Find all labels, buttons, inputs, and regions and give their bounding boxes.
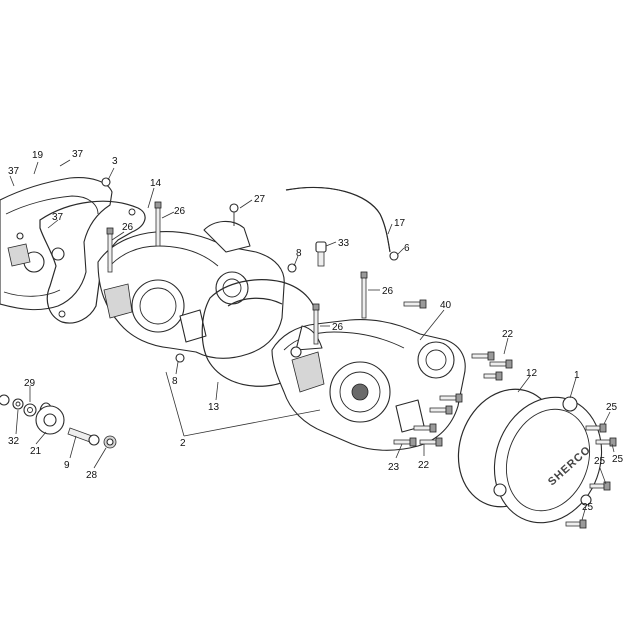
callout-labels: 37 19 37 3 14 26 37 26 27 17 33 8 6 26 4… <box>8 149 624 513</box>
left-crankcase-half <box>97 201 297 363</box>
callout-37: 37 <box>72 149 84 160</box>
callout-25: 25 <box>606 402 618 413</box>
breather-tube <box>285 186 399 261</box>
callout-25: 25 <box>594 456 606 467</box>
callout-27: 27 <box>254 194 266 205</box>
right-side-cover <box>493 396 603 524</box>
breather-fitting <box>315 241 327 267</box>
callout-12: 12 <box>526 368 538 379</box>
callout-2: 2 <box>180 438 186 449</box>
bearing <box>103 435 117 449</box>
callout-13: 13 <box>208 402 220 413</box>
callout-32: 32 <box>8 436 20 447</box>
callout-8: 8 <box>172 376 178 387</box>
callout-26: 26 <box>122 222 134 233</box>
callout-37: 37 <box>8 166 20 177</box>
callout-25: 25 <box>612 454 624 465</box>
right-crankcase-half <box>271 271 466 451</box>
sprocket <box>35 405 65 435</box>
callout-26: 26 <box>332 322 344 333</box>
callout-33: 33 <box>338 238 350 249</box>
left-crankcase-cover <box>0 177 113 311</box>
callout-29: 29 <box>24 378 36 389</box>
leader-lines <box>9 159 615 521</box>
callout-26: 26 <box>174 206 186 217</box>
callout-1: 1 <box>574 370 580 381</box>
callout-14: 14 <box>150 178 162 189</box>
callout-26: 26 <box>382 286 394 297</box>
callout-17: 17 <box>394 218 406 229</box>
callout-3: 3 <box>112 156 118 167</box>
callout-6: 6 <box>404 243 410 254</box>
callout-40: 40 <box>440 300 452 311</box>
callout-21: 21 <box>30 446 42 457</box>
callout-22: 22 <box>502 329 514 340</box>
callout-9: 9 <box>64 460 70 471</box>
callout-28: 28 <box>86 470 98 481</box>
callout-25: 25 <box>582 502 594 513</box>
callout-23: 23 <box>388 462 400 473</box>
crankcase-bolts <box>393 299 513 447</box>
callout-22: 22 <box>418 460 430 471</box>
callout-19: 19 <box>32 150 44 161</box>
callout-37: 37 <box>52 212 64 223</box>
shaft <box>67 427 100 446</box>
cover-bolts <box>565 423 617 529</box>
callout-8: 8 <box>296 248 302 259</box>
